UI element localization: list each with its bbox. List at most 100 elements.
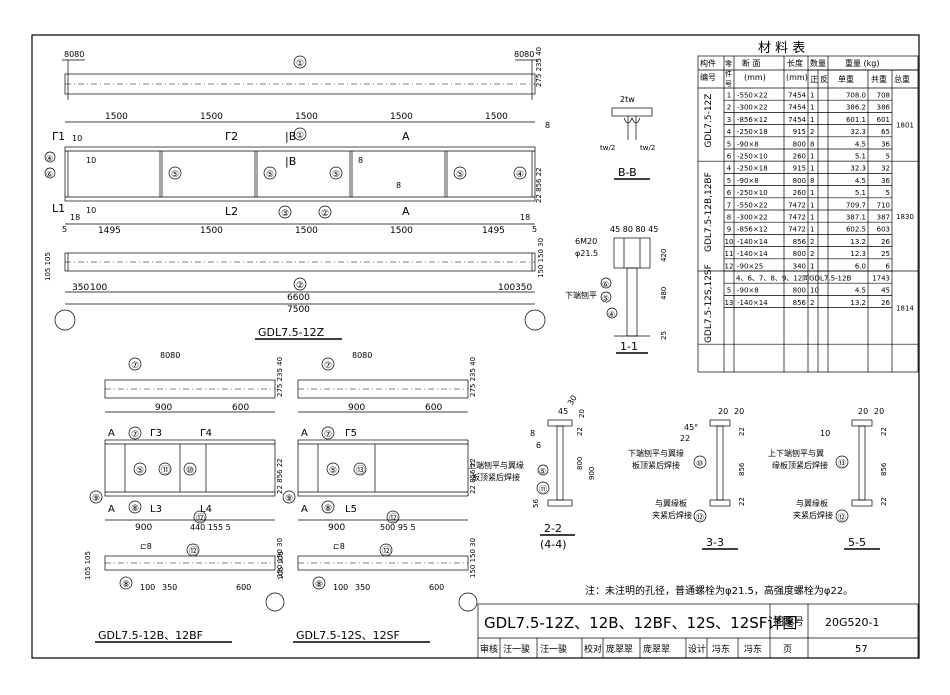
table-cell-total-weight: 386 <box>877 104 891 112</box>
s11-part-6: ⑥ <box>602 280 609 289</box>
s55-part-12: ⑫ <box>838 513 846 522</box>
s33-part-10: ⑩ <box>696 459 703 468</box>
table-cell-section: -90×8 <box>737 140 759 148</box>
table-cell-unit-weight: 13.2 <box>850 238 866 246</box>
s33-20b: 20 <box>734 407 744 416</box>
hdr-part: 零 <box>725 60 732 68</box>
part-4-right: ④ <box>516 170 524 180</box>
part-4-left: ④ <box>46 154 53 163</box>
small-5-left: 5 <box>62 225 67 234</box>
table-cell-section: -550×22 <box>737 201 768 209</box>
table-cell-section: -140×14 <box>737 250 768 258</box>
s33-note2: 板顶紧后焊接 <box>632 460 680 470</box>
s11-title: 1-1 <box>620 340 638 353</box>
part-6-left: ⑥ <box>46 170 53 179</box>
s11-note: 下端刨平 <box>565 290 597 300</box>
table-cell-length: 260 <box>793 189 806 197</box>
bb-title: B-B <box>618 166 637 179</box>
sec-mark-2-top: Γ2 <box>225 130 238 143</box>
table-cell-unit-weight: 387.1 <box>846 214 866 222</box>
s11-part-4: ④ <box>608 310 615 319</box>
table-cell-part: 4 <box>727 128 732 136</box>
drawing-title: GDL7.5-12Z、12B、12BF、12S、12SF详图 <box>484 614 797 632</box>
table-cell-total-weight: 26 <box>881 238 890 246</box>
s11-420: 420 <box>660 249 668 262</box>
vb-part-7: ⑦ <box>131 361 139 371</box>
s11-480: 480 <box>660 287 668 300</box>
vs-600: 600 <box>425 403 442 413</box>
table-title: 材 料 表 <box>758 41 805 56</box>
s22-sub: (4-4) <box>540 538 567 551</box>
table-cell-part: 6 <box>727 189 732 197</box>
s33-note4: 夹紧后焊接 <box>652 510 692 520</box>
vs-right-web: 22 856 22 <box>469 458 477 494</box>
table-cell-section: -300×22 <box>737 104 768 112</box>
bot-dim-2: 1500 <box>200 226 223 236</box>
table-cell-part: 6 <box>727 153 732 161</box>
table-cell-part: 9 <box>727 226 731 234</box>
s22-part-11: ⑪ <box>539 485 547 494</box>
sec-mark-1-top: Γ1 <box>52 130 65 143</box>
designer: 冯东 <box>712 643 730 655</box>
checker: 庞翠翠 <box>606 643 633 655</box>
bot-dim-3: 1500 <box>295 226 318 236</box>
table-cell-section: -140×14 <box>737 299 768 307</box>
table-cell-length: 915 <box>793 165 806 173</box>
s55-title: 5-5 <box>848 536 866 549</box>
table-cell-total-weight: 32 <box>881 165 890 173</box>
vb-105: 105 105 <box>84 551 92 580</box>
reviewer-sig: 汪一骏 <box>540 643 567 655</box>
table-group-total: 1814 <box>896 305 914 313</box>
sec-mark-1-bot: L1 <box>52 202 65 215</box>
vb-8080: 8080 <box>160 351 180 360</box>
atlas-no: 20G520-1 <box>825 616 879 629</box>
title-block: GDL7.5-12Z、12B、12BF、12S、12SF详图 图集号 20G52… <box>477 603 919 659</box>
table-cell-part: 5 <box>727 140 731 148</box>
part-5-c: ⑤ <box>332 170 340 180</box>
table-cell-qty: 1 <box>810 104 814 112</box>
s55-w10: 10 <box>820 429 830 438</box>
table-cell-length: 800 <box>793 250 806 258</box>
vb-350: 350 <box>162 583 177 592</box>
weld-8-c: 8 <box>545 121 550 130</box>
s11-part-5: ⑤ <box>602 294 609 303</box>
table-group-name: GDL7.5-12B,12BF <box>704 172 714 252</box>
part-2-mid: ② <box>321 209 329 219</box>
table-cell-section: -90×8 <box>737 287 759 295</box>
vb-3-top: Γ3 <box>150 428 162 439</box>
vb-c8: ⊏8 <box>140 542 152 551</box>
hdr-qty: 数量 <box>810 58 826 68</box>
vb-part-8: ⑧ <box>131 504 139 514</box>
vs-900: 900 <box>348 403 365 413</box>
s22-22: 22 <box>576 427 584 436</box>
hdr-fan: 反 <box>820 74 828 84</box>
table-cell-part: 12 <box>725 262 734 270</box>
table-cell-section: -250×10 <box>737 153 768 161</box>
support-circle-right <box>524 309 546 331</box>
table-cell-unit-weight: 4.5 <box>855 177 866 185</box>
sec-mark-2-bot: L2 <box>225 205 238 218</box>
main-view-title: GDL7.5-12Z <box>258 326 325 339</box>
s55-note4: 夹紧后焊接 <box>793 510 833 520</box>
dim-top-right: 8080 <box>514 50 534 59</box>
section-bb: 2tw tw/2 tw/2 B-B <box>600 95 655 180</box>
design-label: 设计 <box>688 643 706 655</box>
section-11: 45 80 80 45 6M20 φ21.5 ⑥ ⑤ ④ 下端刨平 420 48… <box>565 225 668 354</box>
end-left2: 100 <box>90 283 107 293</box>
bb-tw2: tw/2 <box>600 144 615 152</box>
vb-part-9: ⑨ <box>92 494 100 504</box>
table-cell-length: 856 <box>793 238 807 246</box>
view-b: ⑦ 8080 275 235 40 900 600 A A Γ3 L3 Γ4 L… <box>84 351 285 643</box>
hdr-grand: 总重 <box>894 74 910 84</box>
hdr-unit: 单重 <box>838 74 854 84</box>
bot-dim-4: 1500 <box>390 226 413 236</box>
page-label: 页 <box>783 644 792 655</box>
s22-800: 800 <box>576 457 584 470</box>
vs-5-top: Γ5 <box>345 428 357 439</box>
vs-part-8b: ⑧ <box>315 580 323 590</box>
sec-mark-a-top: A <box>402 130 410 143</box>
table-cell-section: -300×22 <box>737 214 768 222</box>
hdr-length-mm: (mm) <box>786 73 808 82</box>
section-22: 45 30 20 800 900 22 8 6 ⑤ ⑪ 上端刨平与翼缘 板顶紧后… <box>468 394 596 551</box>
